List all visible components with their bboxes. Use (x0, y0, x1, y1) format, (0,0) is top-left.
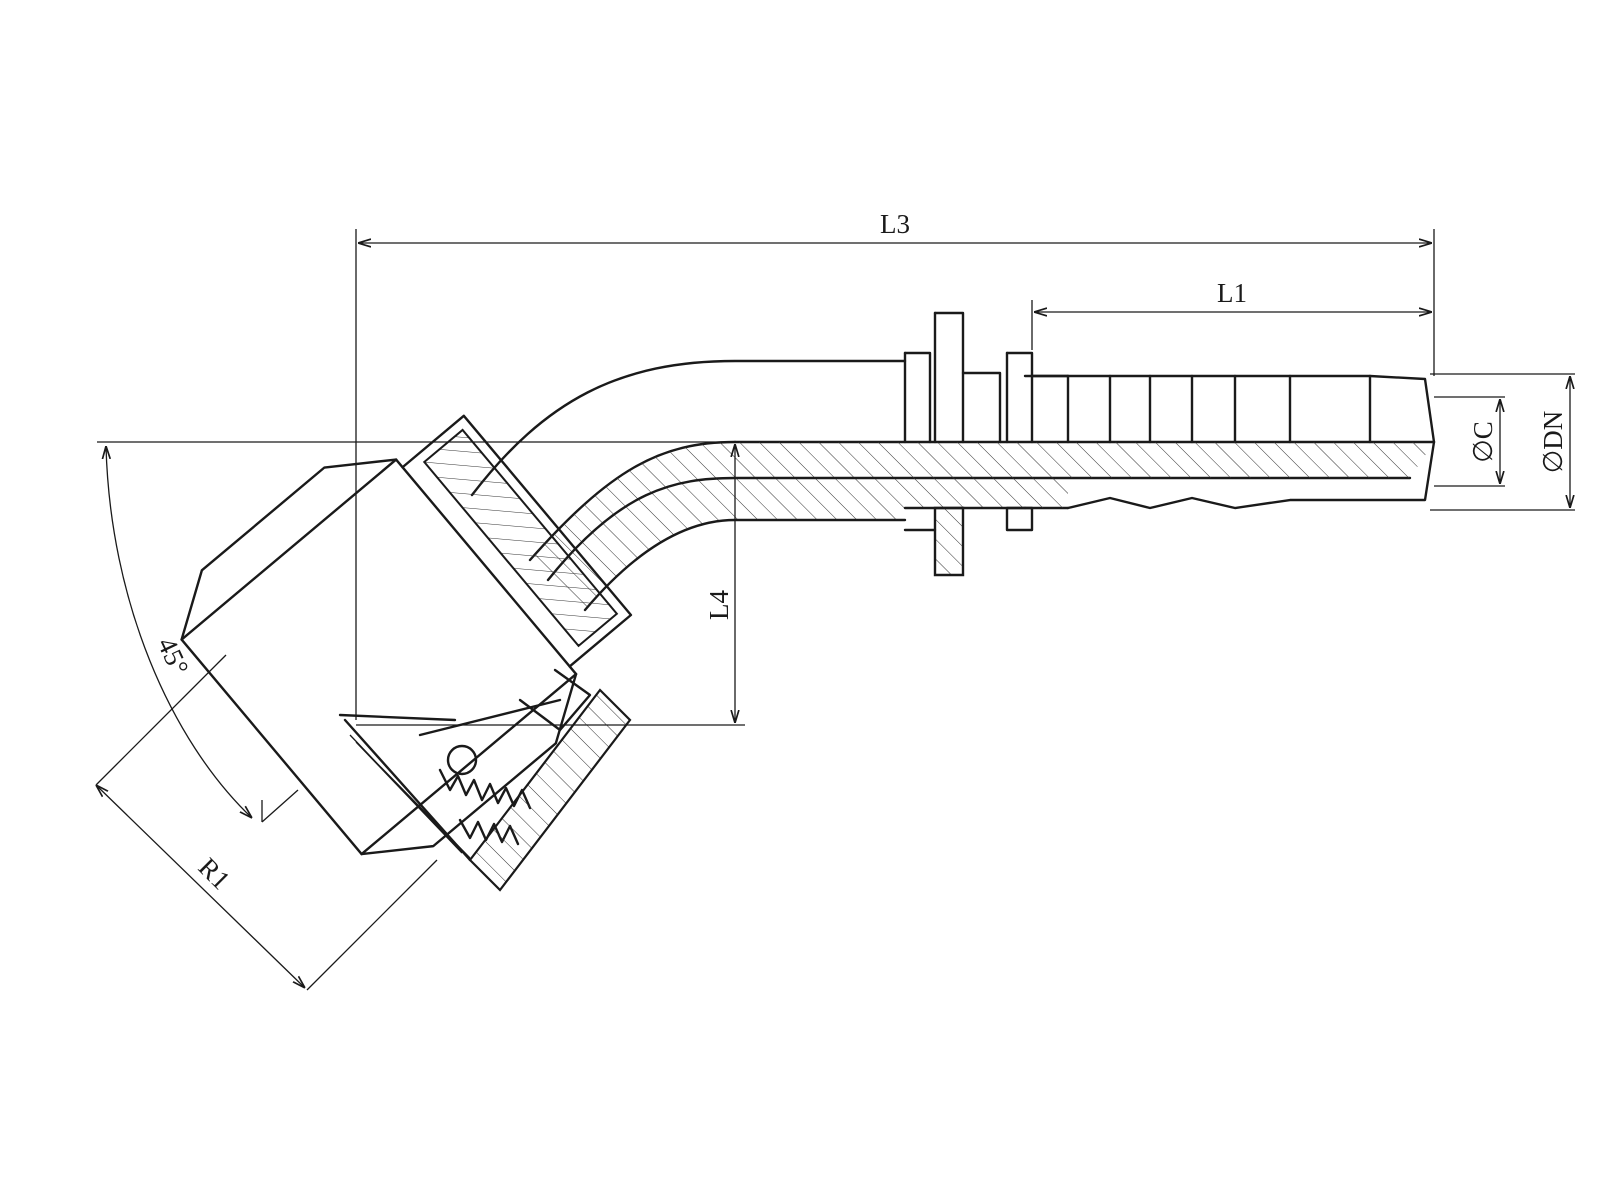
label-r1: R1 (193, 852, 236, 895)
label-l3: L3 (880, 209, 910, 239)
label-dc: ∅C (1468, 421, 1498, 463)
dim-l3: L3 (355, 209, 1435, 720)
label-l4: L4 (704, 590, 734, 620)
label-l1: L1 (1217, 278, 1247, 308)
hose-tail (470, 311, 1436, 612)
dim-l4: L4 (97, 441, 745, 726)
dim-r1: R1 (96, 654, 438, 991)
swivel-nut (180, 414, 633, 856)
dim-ddn: ∅DN (1430, 373, 1575, 511)
dim-l1: L1 (1031, 278, 1432, 350)
dim-dc: ∅C (1434, 396, 1505, 487)
label-ddn: ∅DN (1538, 411, 1568, 474)
dim-angle: 45° (106, 446, 299, 823)
thread-section (338, 668, 632, 892)
label-angle: 45° (152, 633, 195, 680)
ball-bearing (446, 744, 478, 776)
